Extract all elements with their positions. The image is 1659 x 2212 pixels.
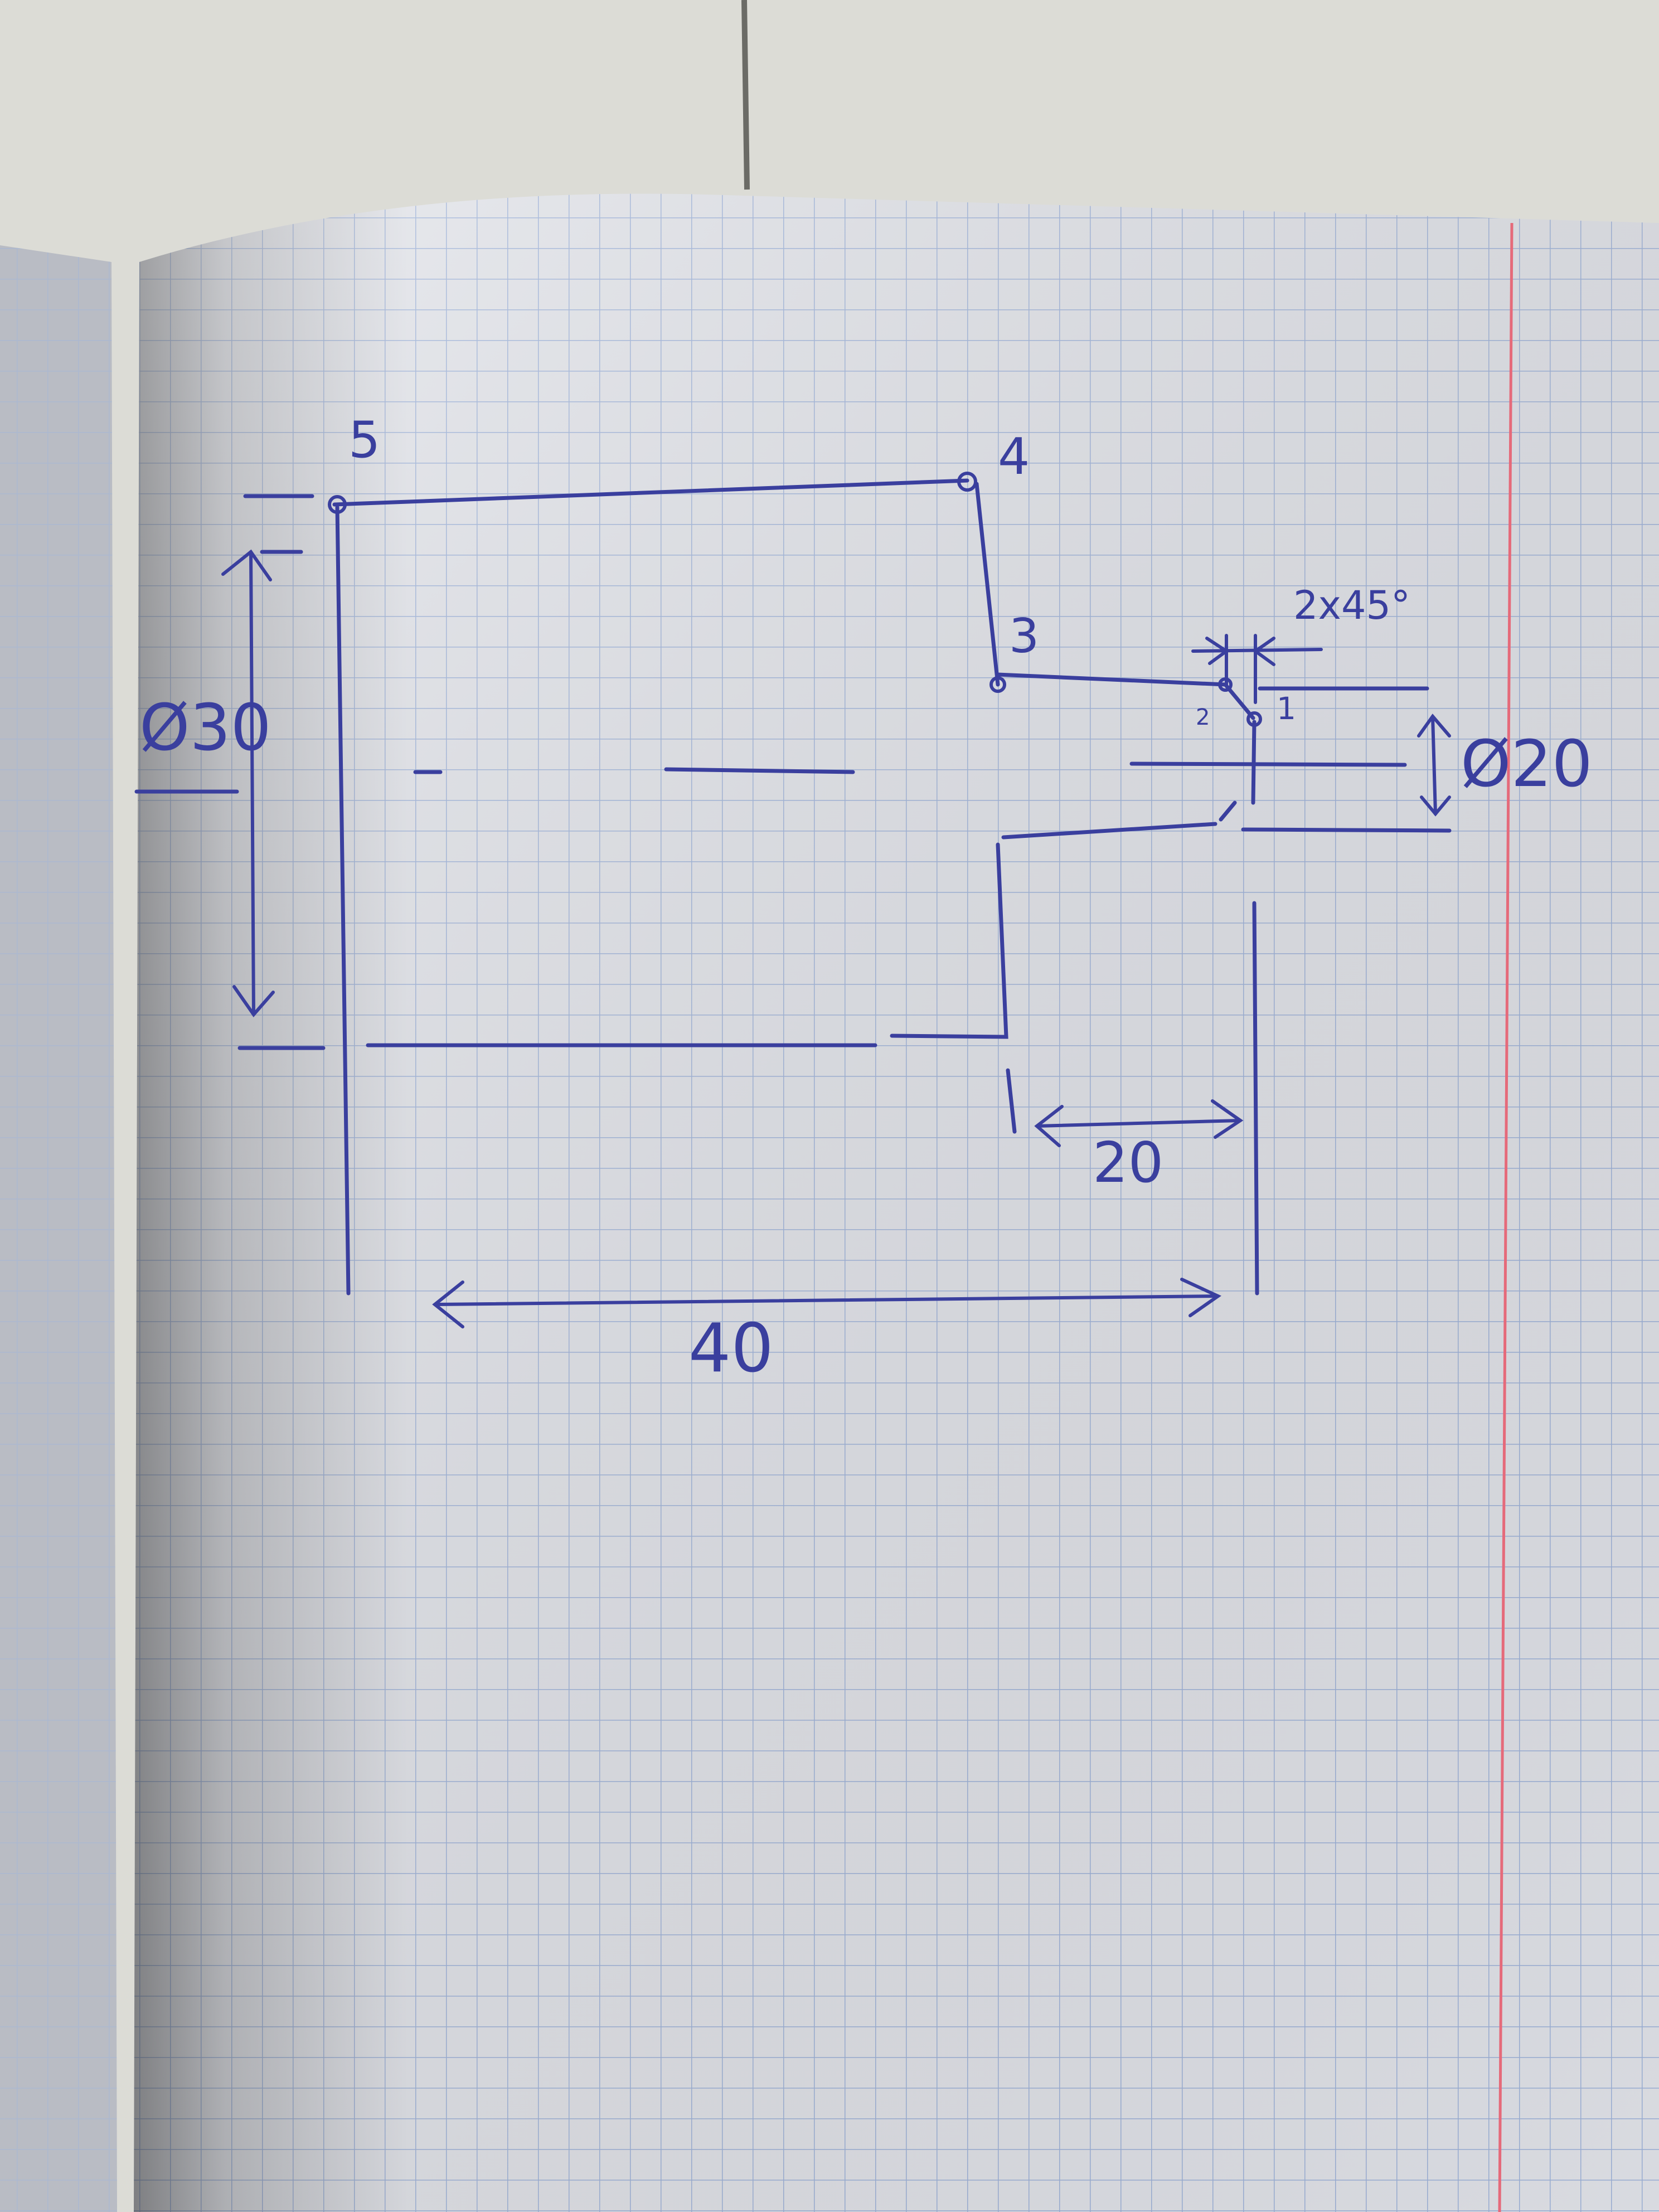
ext-step-vert xyxy=(1006,1068,1017,1134)
table-seam xyxy=(741,0,750,190)
point-1-marker xyxy=(1246,711,1262,727)
ext-right-mid xyxy=(1129,761,1407,767)
label-point-5: 5 xyxy=(348,411,380,469)
edge-5-4 xyxy=(332,478,969,507)
dim-dia30-arrow-bottom xyxy=(232,985,275,1017)
ext-right-low xyxy=(1241,827,1452,833)
label-dia20: Ø20 xyxy=(1461,727,1593,802)
dim-20-arrow-right xyxy=(1211,1099,1244,1139)
dim-dia20-arrow-top xyxy=(1417,714,1451,738)
dim-chamfer-arrow-b xyxy=(1252,637,1275,666)
ext-right-vert xyxy=(1252,901,1259,1296)
edge-3-2 xyxy=(996,672,1228,687)
dim-20-arrow-left xyxy=(1034,1105,1064,1147)
label-point-3: 3 xyxy=(1009,609,1039,664)
dimension-lines xyxy=(221,549,1451,1328)
label-20: 20 xyxy=(1093,1130,1163,1195)
margin-line xyxy=(1498,222,1514,2212)
dim-40-arrow-right xyxy=(1180,1278,1221,1317)
lower-right xyxy=(890,842,1008,1039)
dim-40-arrow-left xyxy=(432,1280,464,1328)
centerline-b xyxy=(664,767,855,774)
label-chamfer: 2x45° xyxy=(1293,583,1410,628)
part-outline xyxy=(134,478,1452,1296)
dim-chamfer-arrow-a xyxy=(1205,637,1230,665)
point-5-marker xyxy=(328,495,347,514)
edge-4-3 xyxy=(974,482,1000,687)
label-40: 40 xyxy=(688,1310,774,1388)
lower-step xyxy=(1001,822,1217,840)
chamfer-2-1 xyxy=(1223,682,1255,720)
label-dia30: Ø30 xyxy=(139,691,271,765)
left-face xyxy=(335,505,351,1296)
label-point-2: 2 xyxy=(1196,705,1210,730)
dim-dia30-arrow-top xyxy=(221,549,272,581)
left-page-grid xyxy=(0,245,117,2212)
dim-40-line xyxy=(433,1294,1220,1306)
label-point-1: 1 xyxy=(1277,691,1296,726)
label-point-4: 4 xyxy=(998,428,1030,486)
dim-20-line xyxy=(1035,1119,1242,1128)
dim-dia20-arrow-bottom xyxy=(1420,795,1451,817)
dim-dia20-line xyxy=(1431,715,1437,816)
page-light xyxy=(134,193,1659,2212)
chamfer-low xyxy=(1219,801,1237,822)
point-3-marker xyxy=(989,676,1006,693)
dim-dia30-line xyxy=(249,550,255,1016)
point-4-marker xyxy=(957,472,977,492)
